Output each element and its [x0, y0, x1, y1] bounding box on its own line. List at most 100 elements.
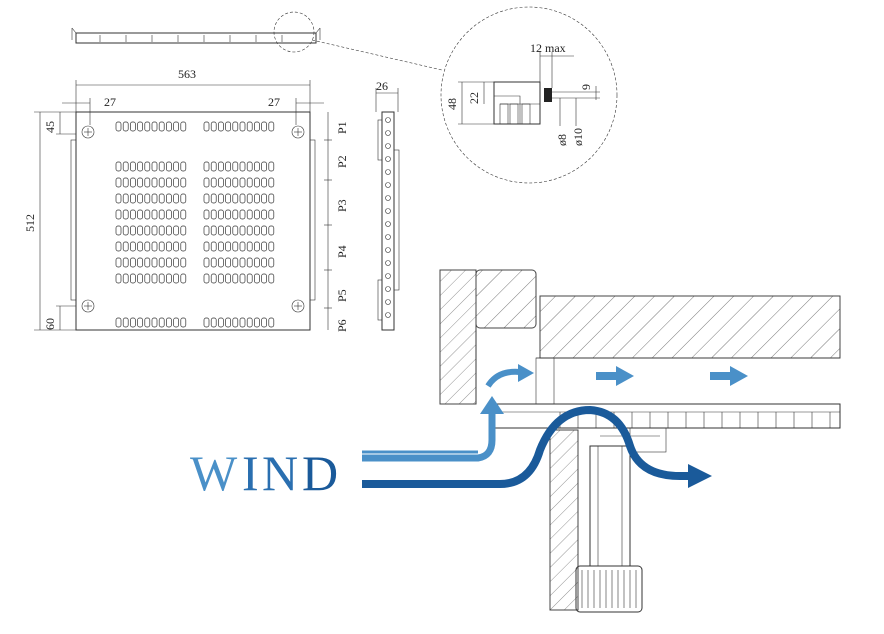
vent-slot [130, 161, 136, 172]
vent-slot [203, 161, 210, 172]
position-p4: P4 [335, 245, 349, 258]
airflow-light-path [362, 364, 748, 462]
vent-slot [173, 257, 179, 268]
vent-slot [173, 193, 179, 204]
vent-slot-grid [115, 121, 275, 328]
vent-slot [232, 209, 239, 220]
vent-slot [232, 177, 239, 188]
vent-slot [239, 317, 246, 328]
vent-slot [254, 193, 260, 204]
vent-slot [122, 257, 129, 268]
vent-slot [166, 241, 172, 252]
vent-slot [115, 161, 122, 172]
vent-slot [122, 193, 129, 204]
vent-slot [203, 241, 210, 252]
width-563-label: 563 [178, 67, 196, 81]
side-peg [385, 156, 391, 162]
vent-slot [137, 317, 143, 328]
vent-slot [246, 161, 253, 172]
vent-slot [130, 121, 136, 132]
top-45-label: 45 [43, 121, 57, 133]
vent-slot [254, 121, 260, 132]
side-peg [385, 273, 391, 279]
vent-slot [261, 225, 267, 236]
vent-slot [239, 121, 246, 132]
vent-slot [268, 161, 275, 172]
vent-slot [115, 121, 122, 132]
vent-slot [173, 177, 179, 188]
vent-slot [180, 193, 187, 204]
vent-slot [166, 161, 172, 172]
vent-slot [122, 121, 129, 132]
vent-slot [254, 225, 260, 236]
vent-slot [225, 257, 231, 268]
vent-slot [225, 225, 231, 236]
vent-slot [115, 193, 122, 204]
vent-slot [137, 257, 143, 268]
vent-slot [151, 121, 158, 132]
position-p1: P1 [335, 121, 349, 134]
vent-slot [261, 193, 267, 204]
vent-slot [122, 209, 129, 220]
vent-slot [239, 257, 246, 268]
vent-slot [144, 121, 151, 132]
vent-slot [144, 273, 151, 284]
vent-slot [151, 161, 158, 172]
vent-slot [166, 193, 172, 204]
wind-letter-d: D [302, 445, 338, 501]
vent-slot [225, 177, 231, 188]
detail-dia8-label: ø8 [555, 134, 569, 146]
vent-slot [218, 273, 224, 284]
side-peg [385, 143, 391, 149]
detail-22-label: 22 [467, 92, 481, 104]
vent-slot [151, 209, 158, 220]
vent-slot [130, 177, 136, 188]
vent-slot [144, 177, 151, 188]
vent-slot [225, 317, 231, 328]
vent-slot [130, 225, 136, 236]
vent-slot [225, 241, 231, 252]
vent-slot [158, 257, 165, 268]
vent-slot [144, 209, 151, 220]
vent-slot [261, 121, 267, 132]
vent-slot [218, 193, 224, 204]
vent-slot [173, 273, 179, 284]
side-peg [385, 195, 391, 201]
vent-slot [180, 241, 187, 252]
vent-slot [203, 193, 210, 204]
side-peg [385, 169, 391, 175]
side-peg [385, 208, 391, 214]
bottom-60-label: 60 [43, 318, 57, 330]
vent-slot [158, 209, 165, 220]
vent-slot [218, 257, 224, 268]
vent-slot [203, 317, 210, 328]
vent-slot [130, 273, 136, 284]
vent-slot [268, 209, 275, 220]
detail-dia10-label: ø10 [571, 128, 585, 146]
vent-slot [166, 177, 172, 188]
vent-slot [261, 317, 267, 328]
position-p6: P6 [335, 319, 349, 332]
vent-slot [268, 257, 275, 268]
vent-slot [151, 225, 158, 236]
vent-slot [115, 317, 122, 328]
thickness-26-label: 26 [376, 79, 388, 93]
vent-slot [268, 225, 275, 236]
wind-letter-n: N [262, 445, 298, 501]
vent-slot [268, 121, 275, 132]
vent-slot [210, 121, 217, 132]
vent-slot [254, 273, 260, 284]
vent-slot [137, 193, 143, 204]
vent-slot [210, 317, 217, 328]
vent-slot [130, 317, 136, 328]
vent-slot [218, 161, 224, 172]
vent-slot [239, 225, 246, 236]
vent-slot [261, 209, 267, 220]
vent-slot [180, 225, 187, 236]
vent-slot [261, 161, 267, 172]
vent-slot [173, 241, 179, 252]
vent-slot [180, 257, 187, 268]
vent-slot [130, 209, 136, 220]
vent-slot [158, 177, 165, 188]
